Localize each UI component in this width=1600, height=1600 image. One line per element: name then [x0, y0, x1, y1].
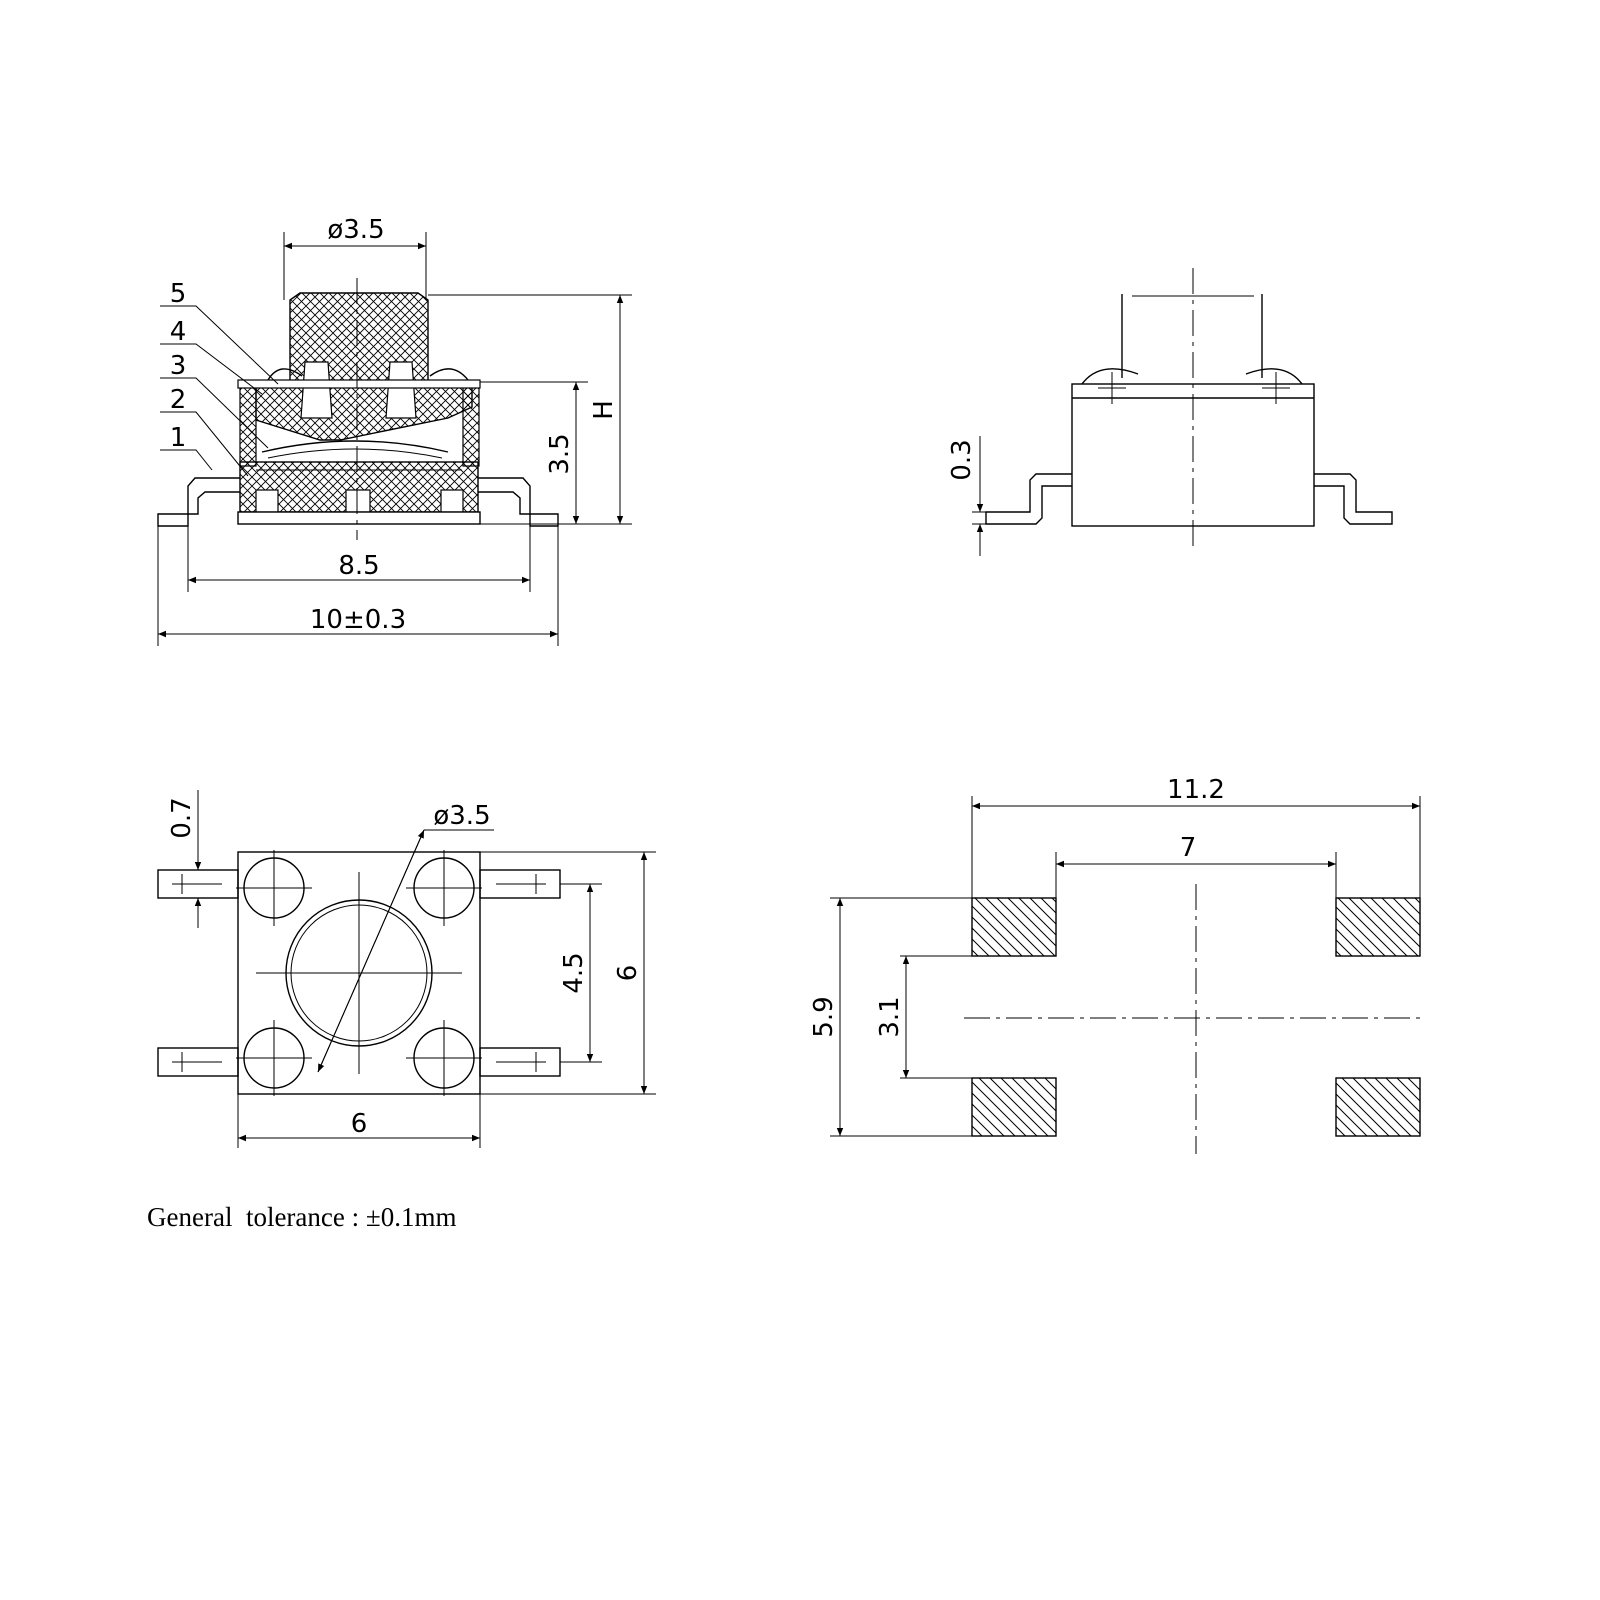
pad-bottom-right [1335, 1077, 1421, 1137]
top-body [237, 851, 481, 1095]
dim-label-outer-span: 11.2 [1167, 775, 1225, 805]
dim-lead-thickness: 0.3 [947, 436, 1030, 556]
dim-inner-gap: 3.1 [875, 955, 972, 1079]
side-lead-right [1314, 473, 1393, 525]
switch-body-section [237, 278, 481, 540]
dim-total-height: H [428, 294, 632, 525]
part-leaders [160, 305, 279, 477]
dim-label-height-h: H [589, 400, 619, 420]
part-label-2: 2 [170, 385, 187, 415]
dim-label-top-body-width: 6 [351, 1109, 368, 1139]
dim-lead-span: 8.5 [187, 526, 531, 592]
corner-posts [236, 850, 482, 1096]
front-section-view: 5 4 3 2 1 ø3.5 H 3.5 8.5 [157, 215, 632, 646]
part-label-3: 3 [170, 351, 187, 381]
dim-label-lead-span: 8.5 [338, 551, 379, 581]
dim-label-inner-gap: 3.1 [875, 996, 905, 1037]
dim-top-plunger-dia: ø3.5 [317, 801, 494, 1073]
part-label-5: 5 [170, 279, 187, 309]
housing-wall-right [462, 383, 480, 467]
side-view: 0.3 [947, 268, 1393, 556]
side-lead-left [985, 473, 1072, 525]
plunger-slot-right [385, 361, 417, 419]
dim-label-plunger-dia: ø3.5 [327, 215, 384, 245]
bottom-plate [237, 511, 481, 525]
cover-top [237, 379, 481, 389]
dim-pin-pitch: 4.5 [559, 883, 602, 1063]
dim-label-inner-span: 7 [1180, 833, 1197, 863]
dim-top-body-height: 6 [480, 851, 656, 1095]
part-label-4: 4 [170, 317, 187, 347]
dim-overall-width: 10±0.3 [157, 526, 559, 646]
dim-top-body-width: 6 [237, 1094, 481, 1148]
dim-label-lead-width: 0.7 [167, 797, 197, 838]
dim-lead-width: 0.7 [167, 790, 202, 928]
general-tolerance-note: General tolerance : ±0.1mm [147, 1202, 457, 1232]
metal-dome [261, 440, 449, 453]
housing-wall-left [239, 383, 257, 467]
pcb-footprint: 11.2 7 5.9 3.1 [809, 775, 1424, 1154]
plunger [255, 292, 473, 441]
dim-outer-span: 11.2 [971, 775, 1421, 898]
lead-right [478, 477, 559, 527]
dim-plunger-diameter: ø3.5 [283, 215, 427, 300]
pad-top-right [1335, 897, 1421, 957]
dim-label-top-plunger-dia: ø3.5 [433, 801, 490, 831]
dim-outer-height: 5.9 [809, 897, 972, 1137]
top-view: 0.7 ø3.5 4.5 6 6 [157, 790, 656, 1148]
dim-label-top-body-height: 6 [613, 965, 643, 982]
dim-label-body-height: 3.5 [545, 433, 575, 474]
lead-left [157, 477, 240, 527]
dim-inner-span: 7 [1055, 833, 1337, 898]
dim-label-overall-width: 10±0.3 [310, 605, 406, 635]
dim-label-lead-thickness: 0.3 [947, 439, 977, 480]
plunger-slot-left [300, 361, 333, 419]
pad-bottom-left [971, 1077, 1057, 1137]
dim-body-height: 3.5 [480, 381, 588, 524]
pad-top-left [971, 897, 1057, 957]
dim-label-outer-height: 5.9 [809, 996, 839, 1037]
part-label-1: 1 [170, 423, 187, 453]
dim-label-pin-pitch: 4.5 [559, 952, 589, 993]
